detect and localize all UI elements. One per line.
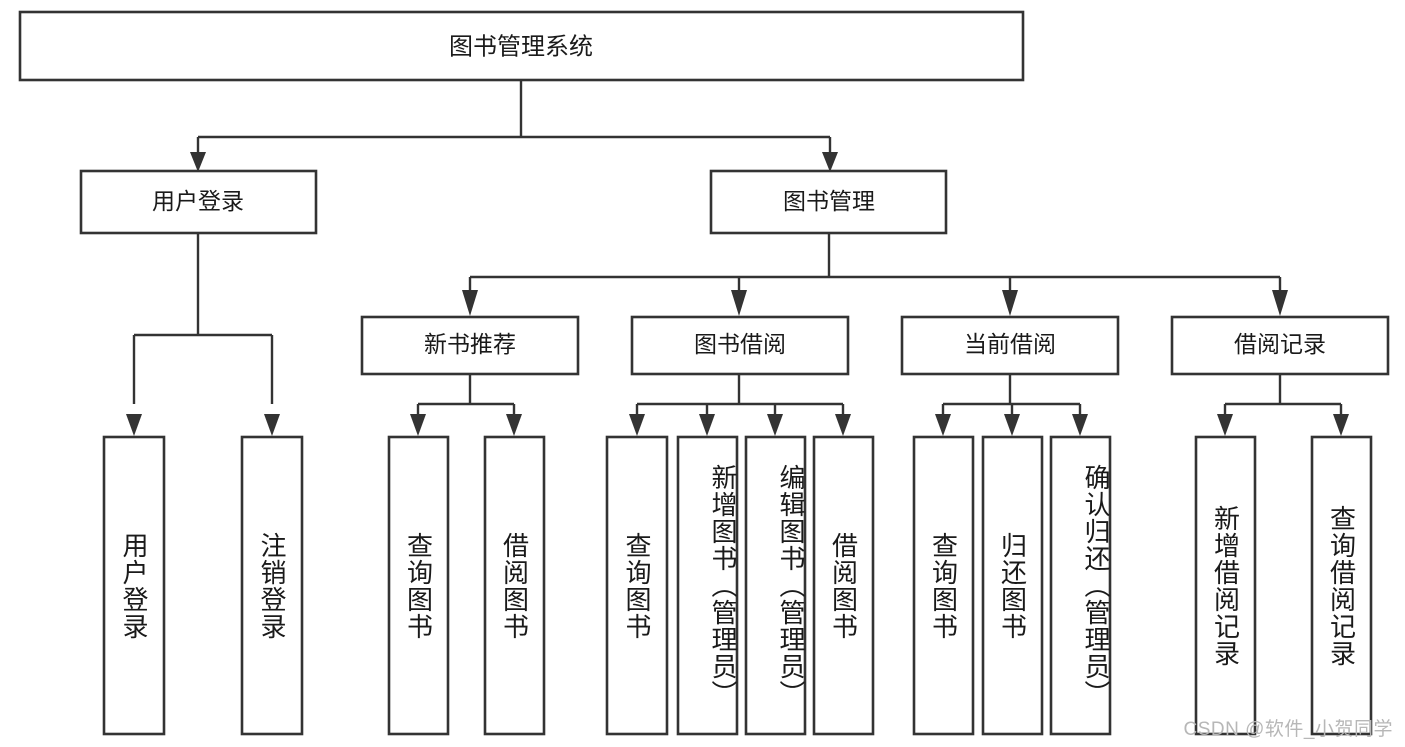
watermark-text: CSDN @软件_小贺同学: [1183, 719, 1393, 740]
arrowhead-leaf9: [935, 414, 951, 436]
node-leaf9-box[interactable]: [912, 435, 975, 736]
node-borrow-box[interactable]: [630, 315, 850, 376]
connectors-group: [132, 80, 1343, 414]
node-leaf1-box[interactable]: [102, 435, 166, 736]
node-leaf8-box[interactable]: [812, 435, 875, 736]
arrowhead-leaf6: [699, 414, 715, 436]
node-leaf2-box[interactable]: [240, 435, 304, 736]
arrowhead-leaf7: [767, 414, 783, 436]
node-login[interactable]: 用户登录: [79, 169, 318, 235]
arrowhead-leaf10: [1004, 414, 1020, 436]
node-bookmgmt-label: 图书管理: [783, 188, 875, 214]
connector-borrow-bus: [635, 374, 845, 414]
node-current-box[interactable]: [900, 315, 1120, 376]
node-borrow[interactable]: 图书借阅: [630, 315, 850, 376]
node-login-label: 用户登录: [152, 188, 244, 214]
connector-newbook-bus: [416, 374, 516, 414]
node-record[interactable]: 借阅记录: [1170, 315, 1390, 376]
node-leaf11-box[interactable]: [1049, 435, 1112, 736]
node-current[interactable]: 当前借阅: [900, 315, 1120, 376]
arrowhead-leaf2: [264, 414, 280, 436]
node-leaf13-box[interactable]: [1310, 435, 1373, 736]
connector-login-bus: [132, 233, 274, 404]
node-record-label: 借阅记录: [1234, 331, 1326, 357]
node-borrow-label: 图书借阅: [694, 331, 786, 357]
arrowhead-borrow: [731, 290, 747, 316]
connector-bookmgmt-bus: [468, 233, 1282, 290]
arrowhead-leaf11: [1072, 414, 1088, 436]
node-root-box[interactable]: [18, 10, 1025, 82]
node-leaf12-box[interactable]: [1194, 435, 1257, 736]
node-bookmgmt[interactable]: 图书管理: [709, 169, 948, 235]
arrowhead-leaf12: [1217, 414, 1233, 436]
node-leaf4-box[interactable]: [483, 435, 546, 736]
leaf-boxes-group: [102, 435, 1373, 736]
arrowhead-leaf3: [410, 414, 426, 436]
node-root-label: 图书管理系统: [449, 33, 593, 60]
arrowhead-leaf1: [126, 414, 142, 436]
arrowhead-leaf5: [629, 414, 645, 436]
arrowheads-group: [126, 152, 1349, 436]
arrowhead-current: [1002, 290, 1018, 316]
arrowhead-newbook: [462, 290, 478, 316]
arrowhead-bookmgmt: [822, 152, 838, 172]
node-current-label: 当前借阅: [964, 331, 1056, 357]
node-root[interactable]: 图书管理系统: [18, 10, 1025, 82]
node-bookmgmt-box[interactable]: [709, 169, 948, 235]
connector-current-bus: [941, 374, 1082, 414]
arrowhead-leaf4: [506, 414, 522, 436]
node-leaf7-box[interactable]: [744, 435, 807, 736]
node-leaf3-box[interactable]: [387, 435, 450, 736]
node-record-box[interactable]: [1170, 315, 1390, 376]
node-login-box[interactable]: [79, 169, 318, 235]
connector-record-bus: [1223, 374, 1343, 414]
node-leaf5-box[interactable]: [605, 435, 669, 736]
arrowhead-leaf13: [1333, 414, 1349, 436]
node-leaf10-box[interactable]: [981, 435, 1044, 736]
node-newbook-box[interactable]: [360, 315, 580, 376]
node-newbook-label: 新书推荐: [424, 331, 516, 357]
arrowhead-leaf8: [835, 414, 851, 436]
node-newbook[interactable]: 新书推荐: [360, 315, 580, 376]
arrowhead-login: [190, 152, 206, 172]
arrowhead-record: [1272, 290, 1288, 316]
connector-root-bus: [196, 80, 832, 152]
node-leaf6-box[interactable]: [676, 435, 739, 736]
